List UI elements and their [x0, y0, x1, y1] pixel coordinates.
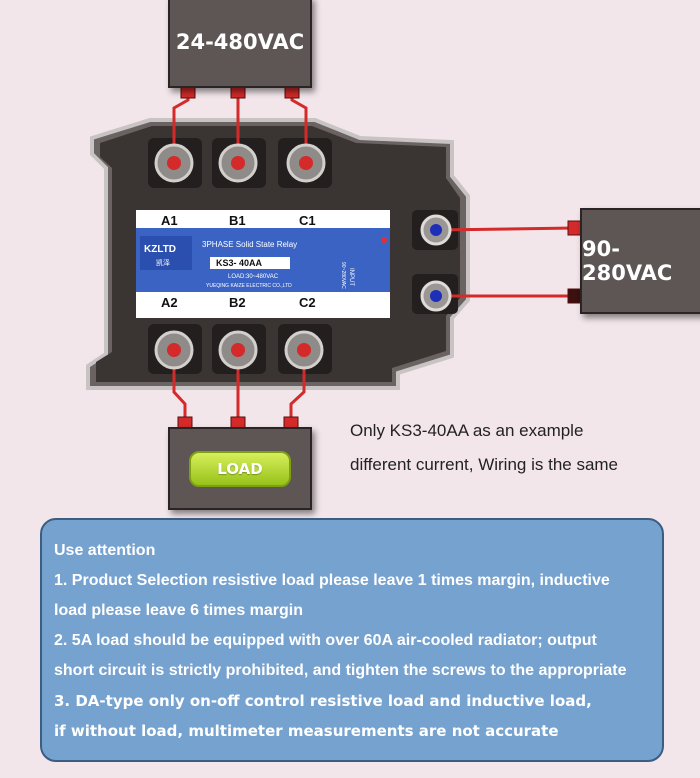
brand-chinese: 凯泽 [156, 258, 170, 267]
load-label: LOAD [217, 459, 263, 478]
power-source-right: 90-280VAC [580, 208, 700, 314]
load-indicator: LOAD [189, 450, 291, 487]
model-box [210, 257, 290, 269]
attention-line: load please leave 6 times margin [54, 602, 304, 619]
attention-line: 3. DA-type only on-off control resistive… [54, 692, 592, 710]
indicator-led [381, 237, 387, 243]
attention-line: 2. 5A load should be equipped with over … [54, 632, 597, 649]
relay-title: 3PHASE Solid State Relay [202, 240, 297, 249]
relay-model: KS3- 40AA [216, 258, 263, 268]
brand-logo: KZLTD [144, 244, 176, 255]
terminal-label-a2: A2 [161, 295, 178, 310]
input-screws [420, 214, 452, 312]
relay-load-spec: LOAD:30~480VAC [228, 274, 279, 280]
terminal-label-c2: C2 [299, 295, 316, 310]
input-spec: 90~280VAC [340, 262, 346, 289]
terminal-label-b1: B1 [229, 213, 246, 228]
attention-line: short circuit is strictly prohibited, an… [54, 662, 627, 679]
input-label: INPUT [348, 268, 354, 286]
load-box: LOAD [168, 427, 312, 510]
example-note: Only KS3-40AA as an example [350, 421, 584, 440]
wiring-diagram: A1 B1 C1 A2 B2 C2 KZLTD 凯泽 3PHASE Solid … [86, 83, 583, 432]
power-source-right-label: 90-280VAC [582, 237, 673, 285]
terminal-label-b2: B2 [229, 295, 246, 310]
screws-top [154, 143, 326, 183]
wiring-note: different current, Wiring is the same [350, 455, 619, 474]
power-source-top: 24-480VAC [168, 0, 312, 88]
power-source-top-label: 24-480VAC [175, 30, 305, 54]
terminal-label-a1: A1 [161, 213, 178, 228]
attention-line: 1. Product Selection resistive load plea… [54, 572, 610, 589]
brand-box [140, 236, 192, 270]
attention-heading: Use attention [54, 542, 156, 559]
relay-manufacturer: YUEQING KAIZE ELECTRIC CO.,LTD [206, 283, 292, 289]
attention-line: if without load, multimeter measurements… [54, 722, 559, 740]
screws-bottom [154, 330, 324, 370]
terminal-label-c1: C1 [299, 213, 316, 228]
attention-panel: Use attention 1. Product Selection resis… [40, 518, 664, 762]
